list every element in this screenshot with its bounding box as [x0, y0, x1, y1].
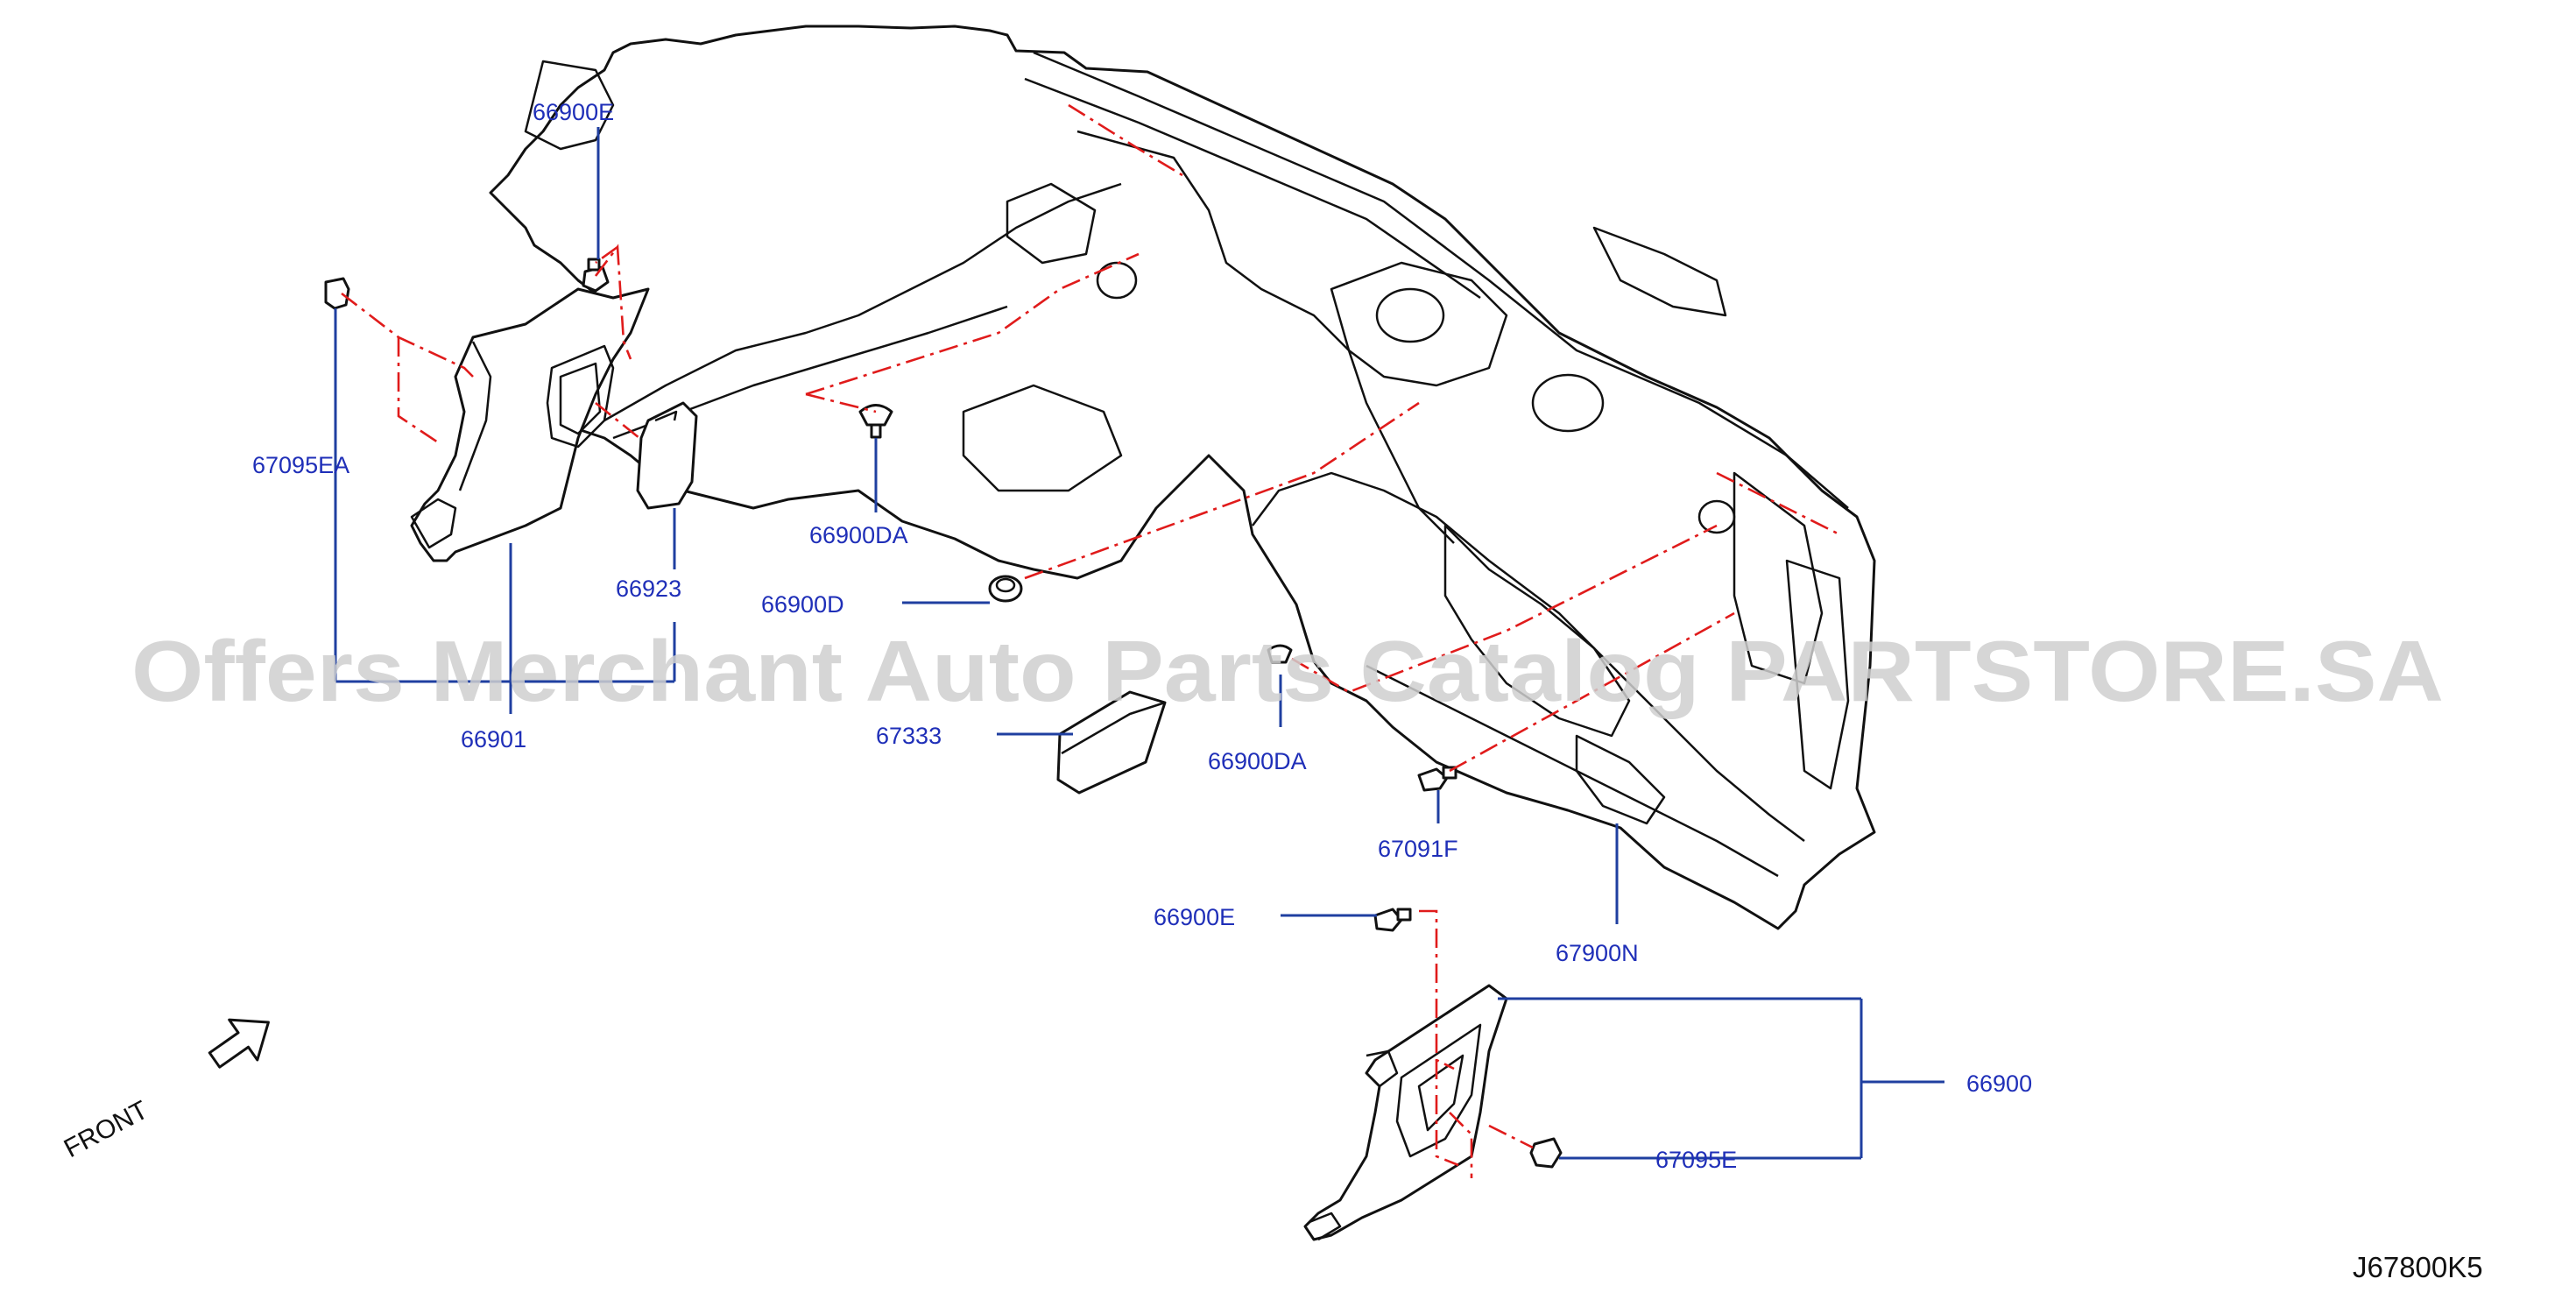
cover-66923 — [636, 401, 698, 510]
label-67091f[interactable]: 67091F — [1378, 836, 1458, 862]
clip-67095e — [1529, 1137, 1563, 1169]
clip-66900da-b — [1267, 644, 1293, 664]
label-66923[interactable]: 66923 — [616, 576, 681, 602]
leader-lines — [334, 127, 1944, 1160]
bolt-67091f — [1417, 766, 1457, 792]
label-66900e-top[interactable]: 66900E — [533, 99, 614, 125]
dash-insulator-67900n — [489, 25, 1876, 930]
label-67333[interactable]: 67333 — [876, 723, 942, 749]
kick-panel-66901 — [410, 287, 650, 562]
label-66900[interactable]: 66900 — [1966, 1070, 2032, 1097]
kick-panel-66900 — [1303, 984, 1508, 1241]
label-67095ea[interactable]: 67095EA — [252, 452, 349, 478]
label-66900e-bottom[interactable]: 66900E — [1154, 904, 1235, 930]
clip-67095ea — [324, 277, 350, 310]
label-67900n[interactable]: 67900N — [1556, 940, 1639, 966]
guide-lines — [341, 103, 1840, 1178]
label-67095e[interactable]: 67095E — [1655, 1147, 1737, 1173]
label-66900da-b[interactable]: 66900DA — [1208, 748, 1307, 774]
front-arrow-icon — [208, 1018, 270, 1069]
label-66900da-a[interactable]: 66900DA — [809, 522, 908, 548]
front-label: FRONT — [60, 1096, 153, 1164]
bolt-66900e-bottom — [1373, 908, 1412, 932]
clip-66900d — [988, 575, 1023, 603]
label-66901[interactable]: 66901 — [461, 726, 526, 752]
pad-67333 — [1056, 690, 1167, 795]
bolt-66900e-top — [582, 258, 610, 293]
diagram-code: J67800K5 — [2353, 1251, 2483, 1283]
label-66900d[interactable]: 66900D — [761, 591, 844, 618]
watermark: Offers Merchant Auto Parts Catalog PARTS… — [131, 623, 2444, 719]
